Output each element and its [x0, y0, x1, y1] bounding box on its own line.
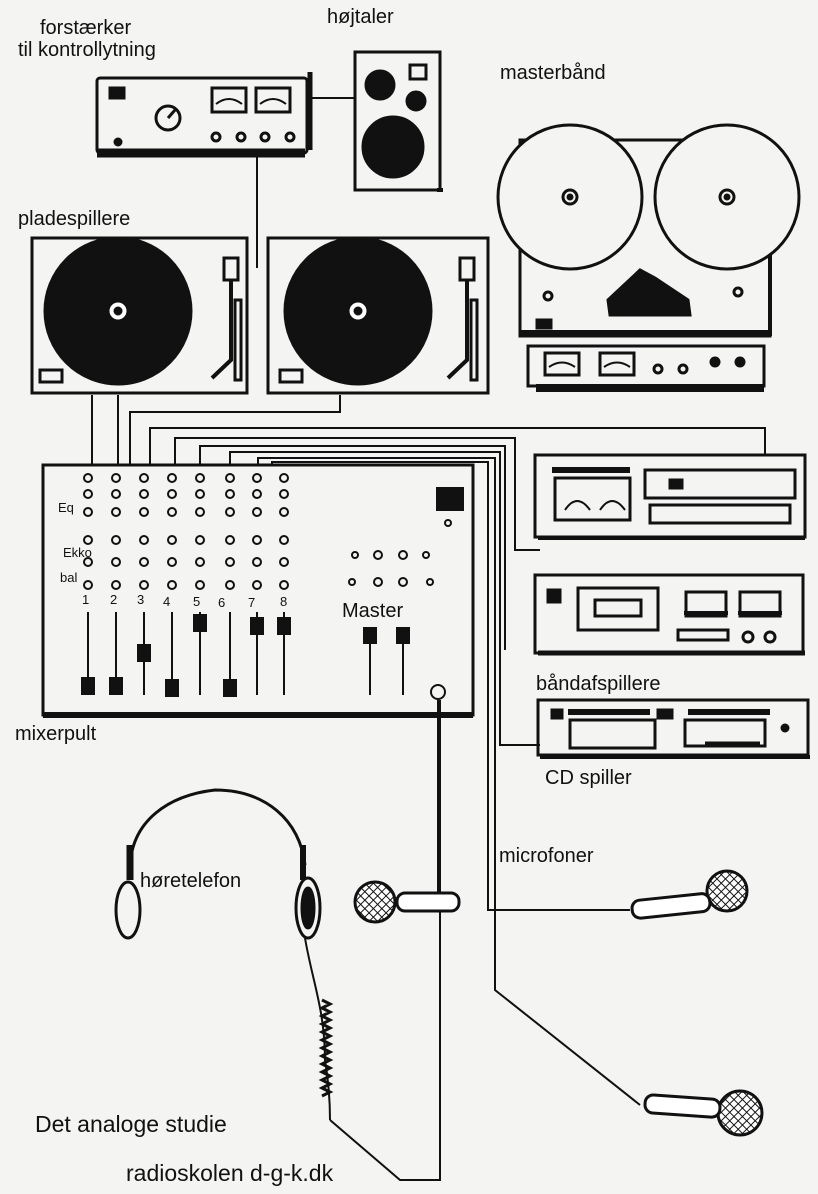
fader-knob — [165, 679, 179, 697]
mixer-knobs — [81, 473, 291, 697]
cd-player — [536, 698, 810, 759]
amplifier-label-line2: til kontrollytning — [18, 39, 156, 61]
channel-number: 4 — [163, 594, 171, 609]
mixer-knob — [139, 489, 149, 499]
mixer-knob — [279, 580, 289, 590]
mixer-knob — [111, 535, 121, 545]
mixer-knob — [195, 557, 205, 567]
mixer-knob — [139, 473, 149, 483]
mixer-knob — [225, 507, 235, 517]
mixer-knob — [83, 507, 93, 517]
turntable-cables — [91, 395, 341, 465]
microphones-label: microfoner — [499, 845, 594, 867]
mixer-knob — [252, 535, 262, 545]
tape-deck-1 — [533, 453, 807, 540]
channel-number: 2 — [110, 592, 118, 607]
footer-title: Det analoge studie — [35, 1111, 227, 1137]
mixer-knob — [252, 473, 262, 483]
fader-knob — [109, 677, 123, 695]
fader-knob — [223, 679, 237, 697]
tape-deck-2 — [533, 573, 805, 656]
eq-label: Eq — [58, 500, 74, 515]
fader-knob — [250, 617, 264, 635]
amplifier-label-line1: forstærker — [40, 17, 132, 39]
mixer-knob — [279, 473, 289, 483]
mixer-knob — [167, 535, 177, 545]
mixer-knob — [83, 473, 93, 483]
mixer-knob — [225, 580, 235, 590]
channel-number: 6 — [218, 595, 226, 610]
headphones-label: høretelefon — [140, 870, 242, 892]
mixer-knob — [83, 557, 93, 567]
mixer-knob — [195, 489, 205, 499]
mixer-knob — [83, 580, 93, 590]
mixer-knob — [252, 557, 262, 567]
balance-label: bal — [60, 570, 78, 585]
channel-number: 8 — [280, 594, 288, 609]
fader-knob — [81, 677, 95, 695]
mixer-knob — [225, 489, 235, 499]
mixer-knob — [225, 557, 235, 567]
channel-number: 1 — [82, 592, 90, 607]
fader-knob — [277, 617, 291, 635]
channel-number: 7 — [248, 595, 256, 610]
mixer-knob — [167, 580, 177, 590]
mixer-knob — [279, 507, 289, 517]
mixer-knob — [195, 580, 205, 590]
mixer-knob — [167, 557, 177, 567]
mixer-knob — [252, 489, 262, 499]
mixer-knob — [83, 535, 93, 545]
mixer-knob — [252, 580, 262, 590]
mixer-knob — [195, 507, 205, 517]
microphones — [353, 869, 764, 1137]
mixer-knob — [139, 580, 149, 590]
master-tape-deck — [496, 123, 801, 392]
turntables-label: pladespillere — [18, 208, 131, 230]
echo-label: Ekko — [63, 545, 92, 560]
cd-player-label: CD spiller — [545, 767, 632, 789]
master-label: Master — [342, 600, 404, 622]
mixer-knob — [279, 489, 289, 499]
mixer-knob — [195, 535, 205, 545]
speaker — [353, 50, 443, 192]
mixer-knob — [167, 473, 177, 483]
mixer-knob — [167, 507, 177, 517]
mixer-knob — [111, 580, 121, 590]
mixer-knob — [279, 557, 289, 567]
tape-players-label: båndafspillere — [536, 673, 661, 695]
mixer-knob — [139, 557, 149, 567]
mixer-knob — [83, 489, 93, 499]
mixer-knob — [279, 535, 289, 545]
amplifier — [95, 72, 313, 158]
mixer-knob — [111, 489, 121, 499]
mixer-label: mixerpult — [15, 723, 97, 745]
master-section — [348, 487, 464, 700]
mixer-knob — [225, 535, 235, 545]
channel-number: 5 — [193, 594, 201, 609]
fader-knob — [137, 644, 151, 662]
master-tape-label: masterbånd — [500, 62, 606, 84]
fader-knob — [193, 614, 207, 632]
speaker-label: højtaler — [327, 6, 394, 28]
channel-number: 3 — [137, 592, 145, 607]
mixer-knob — [167, 489, 177, 499]
footer-site: radioskolen d-g-k.dk — [126, 1160, 334, 1186]
mixer-knob — [111, 557, 121, 567]
mixer-knob — [111, 473, 121, 483]
device-cables — [149, 427, 766, 1181]
mixer-knob — [139, 507, 149, 517]
mixer-knob — [139, 535, 149, 545]
mixer-knob — [111, 507, 121, 517]
headphones — [114, 788, 334, 1121]
mixer-knob — [195, 473, 205, 483]
mixer-knob — [252, 507, 262, 517]
turntables — [30, 236, 490, 395]
mixer-knob — [225, 473, 235, 483]
